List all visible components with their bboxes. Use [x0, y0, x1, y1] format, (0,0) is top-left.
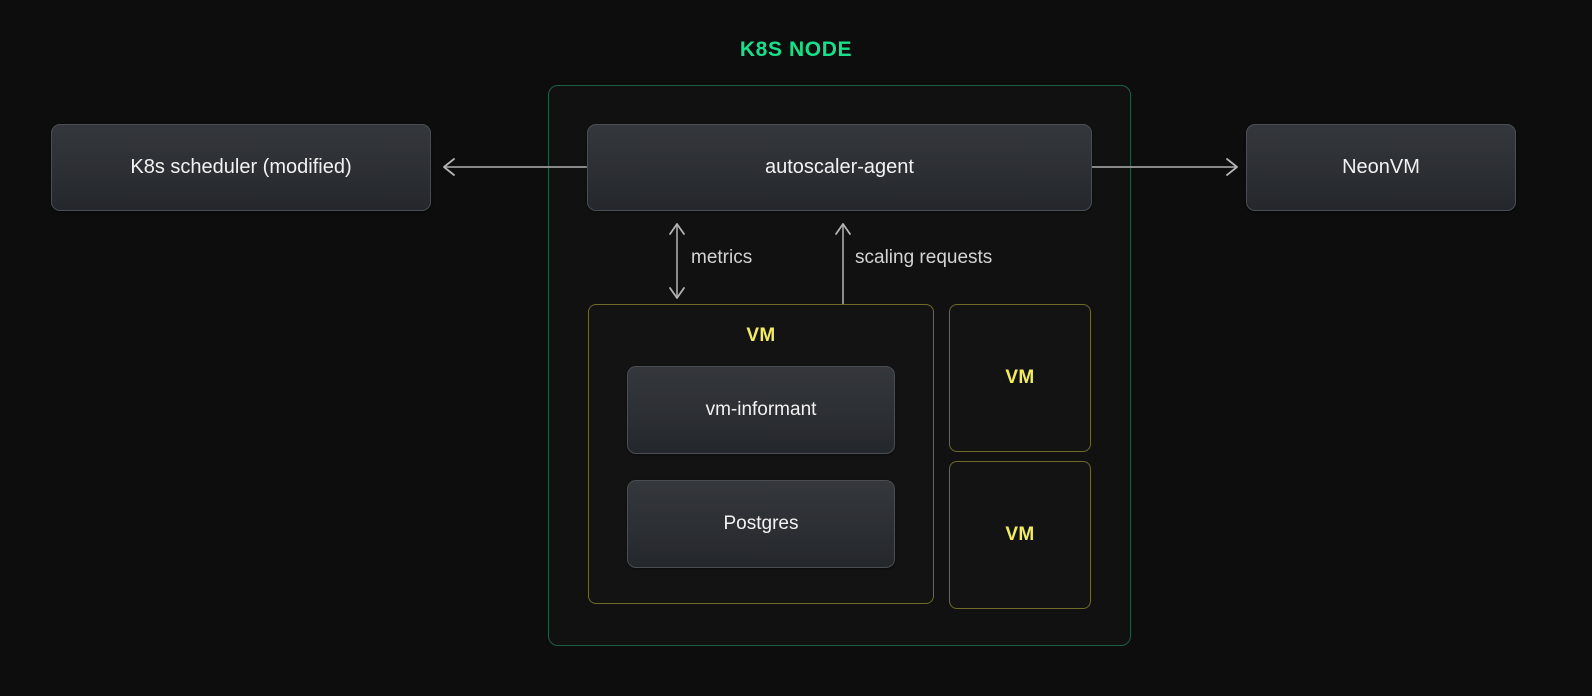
postgres-label: Postgres	[723, 513, 799, 534]
page-title: K8S NODE	[739, 38, 853, 61]
vm-informant-label: vm-informant	[705, 399, 817, 420]
vm-main-label: VM	[746, 325, 776, 346]
vm-secondary-box-2[interactable]: VM	[949, 461, 1091, 609]
scaling-requests-label: scaling requests	[855, 247, 993, 268]
vm-informant-box[interactable]: vm-informant	[627, 366, 895, 454]
postgres-box[interactable]: Postgres	[627, 480, 895, 568]
arrow-agent-to-neonvm-icon	[1092, 158, 1238, 176]
arrow-agent-to-scheduler-icon	[443, 158, 589, 176]
vm-secondary-box-1[interactable]: VM	[949, 304, 1091, 452]
arrow-metrics-icon	[669, 223, 685, 299]
vm-secondary-label-1: VM	[1005, 367, 1035, 388]
k8s-scheduler-box[interactable]: K8s scheduler (modified)	[51, 124, 431, 211]
neonvm-label: NeonVM	[1342, 156, 1420, 178]
autoscaler-agent-box[interactable]: autoscaler-agent	[587, 124, 1092, 211]
vm-secondary-label-2: VM	[1005, 524, 1035, 545]
autoscaler-agent-label: autoscaler-agent	[765, 156, 914, 178]
neonvm-box[interactable]: NeonVM	[1246, 124, 1516, 211]
metrics-label: metrics	[691, 247, 753, 268]
k8s-scheduler-label: K8s scheduler (modified)	[130, 156, 352, 178]
